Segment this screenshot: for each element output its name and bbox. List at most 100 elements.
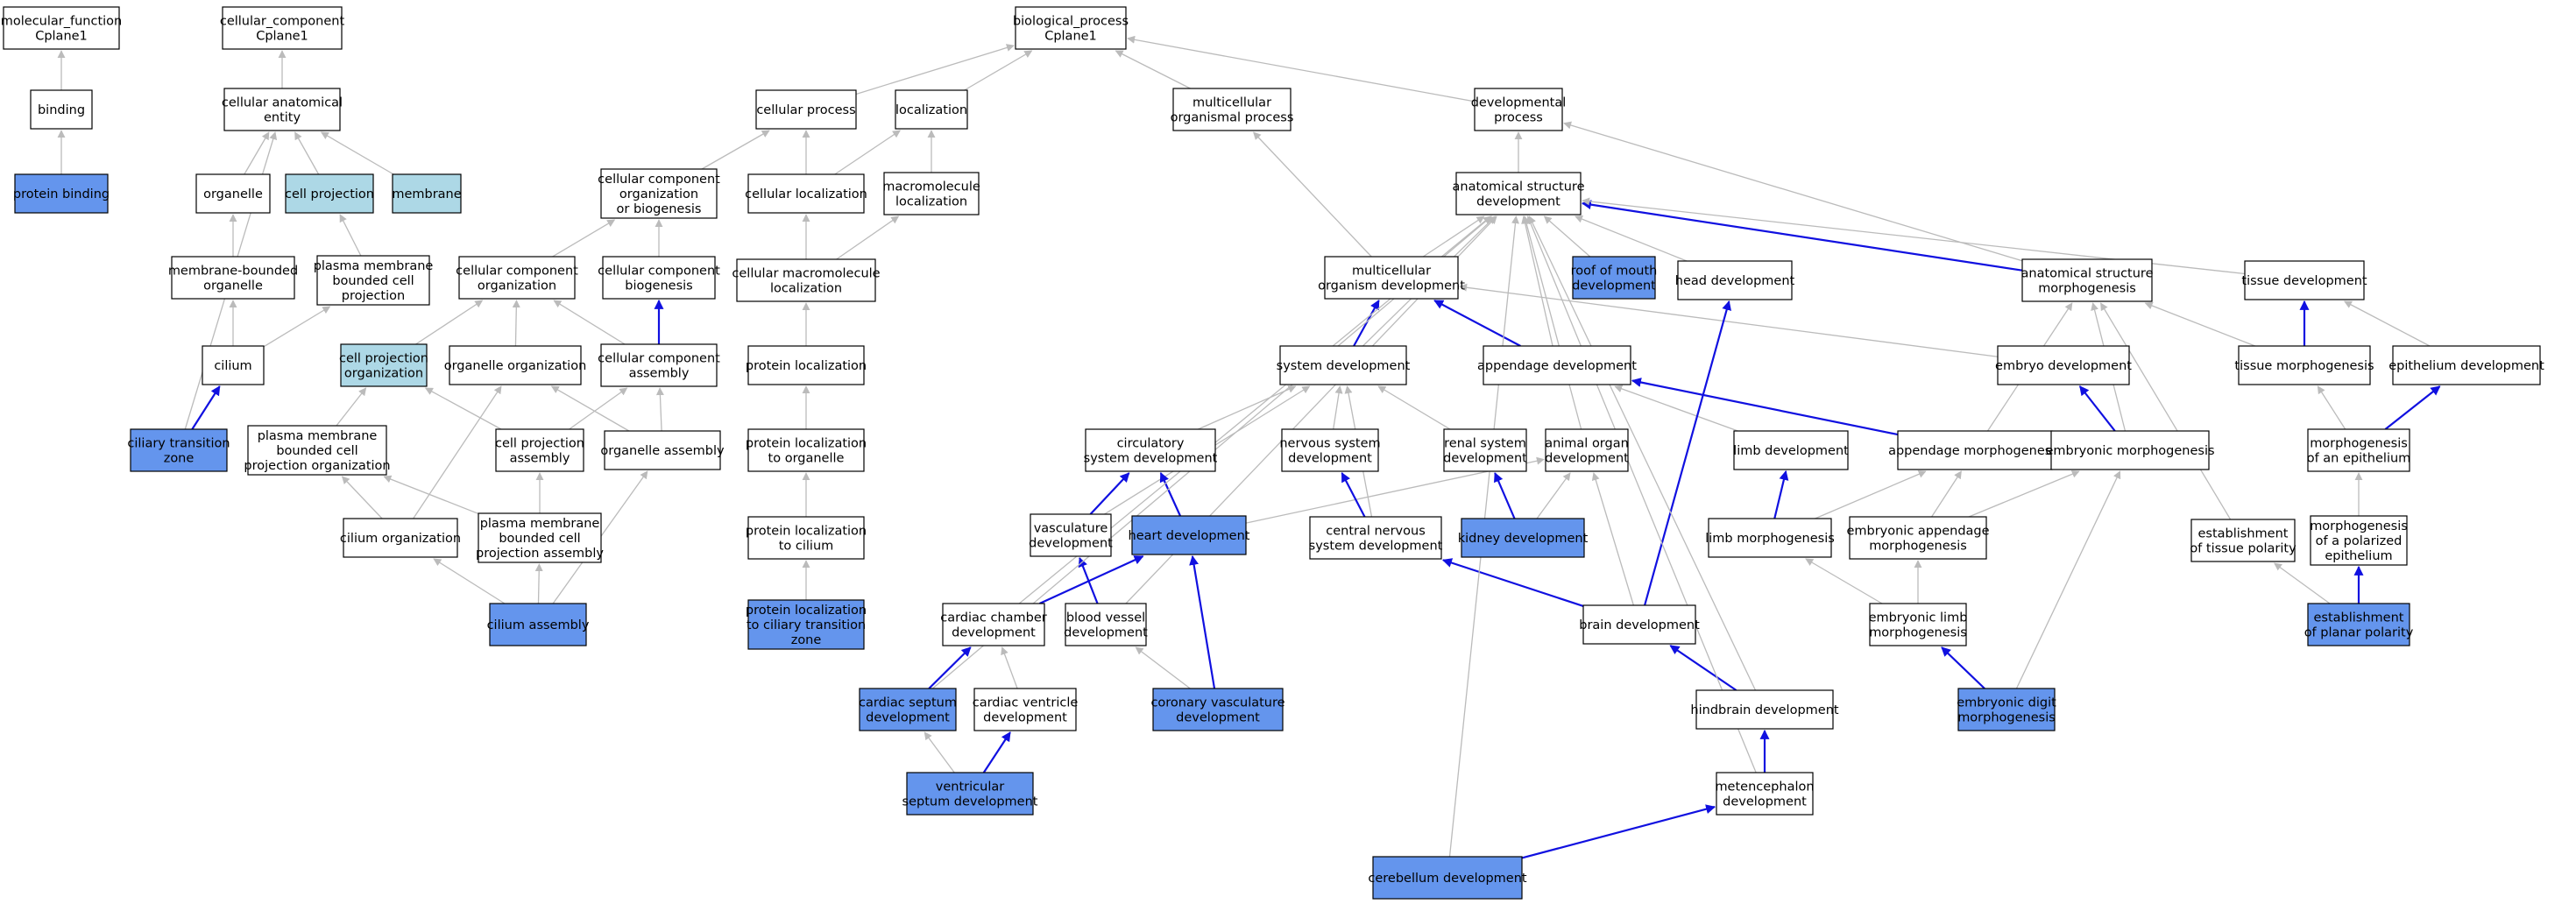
node-tissmorph[interactable]: tissue morphogenesis bbox=[2234, 345, 2374, 385]
node-label: development bbox=[1476, 195, 1560, 209]
node-label: head development bbox=[1675, 274, 1795, 288]
edge-cvascd-to-bvd bbox=[1135, 646, 1191, 689]
node-cereb[interactable]: cerebellum development bbox=[1368, 856, 1527, 900]
node-label: development bbox=[1572, 279, 1656, 293]
node-label: system development bbox=[1309, 540, 1443, 554]
node-cellloc[interactable]: cellular localization bbox=[745, 173, 867, 214]
node-embdev[interactable]: embryo development bbox=[1995, 345, 2132, 385]
edge-braindev-to-aod bbox=[1591, 472, 1634, 606]
node-limbmorph[interactable]: limb morphogenesis bbox=[1705, 518, 1835, 558]
node-sysdev[interactable]: system development bbox=[1277, 345, 1411, 385]
node-label: cerebellum development bbox=[1368, 872, 1527, 886]
node-limbdev[interactable]: limb development bbox=[1733, 430, 1849, 470]
node-hindbrain[interactable]: hindbrain development bbox=[1690, 689, 1839, 730]
node-appmorph[interactable]: appendage morphogenesis bbox=[1888, 430, 2062, 470]
node-ciliumasm[interactable]: cilium assembly bbox=[487, 603, 590, 646]
edge-moe-to-epidev bbox=[2384, 385, 2441, 430]
node-cilorg[interactable]: cilium organization bbox=[340, 518, 461, 558]
node-tissdev[interactable]: tissue development bbox=[2241, 260, 2367, 300]
node-label: tissue morphogenesis bbox=[2234, 359, 2374, 373]
node-membrane[interactable]: membrane bbox=[392, 173, 462, 214]
node-embmorph[interactable]: embryonic morphogenesis bbox=[2045, 430, 2215, 470]
node-pbind[interactable]: protein binding bbox=[13, 173, 110, 214]
node-box bbox=[2392, 345, 2541, 385]
node-epidev[interactable]: epithelium development bbox=[2388, 345, 2544, 385]
node-box bbox=[1279, 345, 1407, 385]
node-box bbox=[755, 89, 857, 130]
node-box bbox=[458, 256, 576, 300]
node-box bbox=[3, 6, 120, 50]
node-local[interactable]: localization bbox=[895, 89, 968, 130]
node-orgasm[interactable]: organelle assembly bbox=[600, 430, 725, 470]
edge-cilorg-to-orgorg bbox=[413, 385, 502, 519]
node-box bbox=[1582, 604, 1696, 645]
node-protloc[interactable]: protein localization bbox=[746, 345, 867, 385]
edge-orgasm-to-orgorg bbox=[550, 385, 630, 432]
node-cilium[interactable]: cilium bbox=[202, 345, 265, 385]
edge-ciliumasm-to-pmbcpa bbox=[534, 563, 543, 604]
node-headdev[interactable]: head development bbox=[1675, 260, 1795, 300]
node-orgorg[interactable]: organelle organization bbox=[444, 345, 587, 385]
node-braindev[interactable]: brain development bbox=[1579, 604, 1700, 645]
node-cellproc[interactable]: cellular process bbox=[755, 89, 857, 130]
node-organelle[interactable]: organelle bbox=[195, 173, 271, 214]
node-box bbox=[747, 345, 865, 385]
node-binding[interactable]: binding bbox=[30, 89, 93, 130]
node-appdev[interactable]: appendage development bbox=[1477, 345, 1637, 385]
edge-sysdev-to-mod bbox=[1353, 300, 1380, 347]
node-kidney[interactable]: kidney development bbox=[1458, 518, 1589, 558]
node-cellproj[interactable]: cell projection bbox=[285, 173, 374, 214]
node-heartdev[interactable]: heart development bbox=[1129, 515, 1250, 555]
node-label: anatomical structure bbox=[1453, 180, 1585, 194]
node-box bbox=[1309, 516, 1442, 560]
node-box bbox=[1065, 603, 1147, 646]
